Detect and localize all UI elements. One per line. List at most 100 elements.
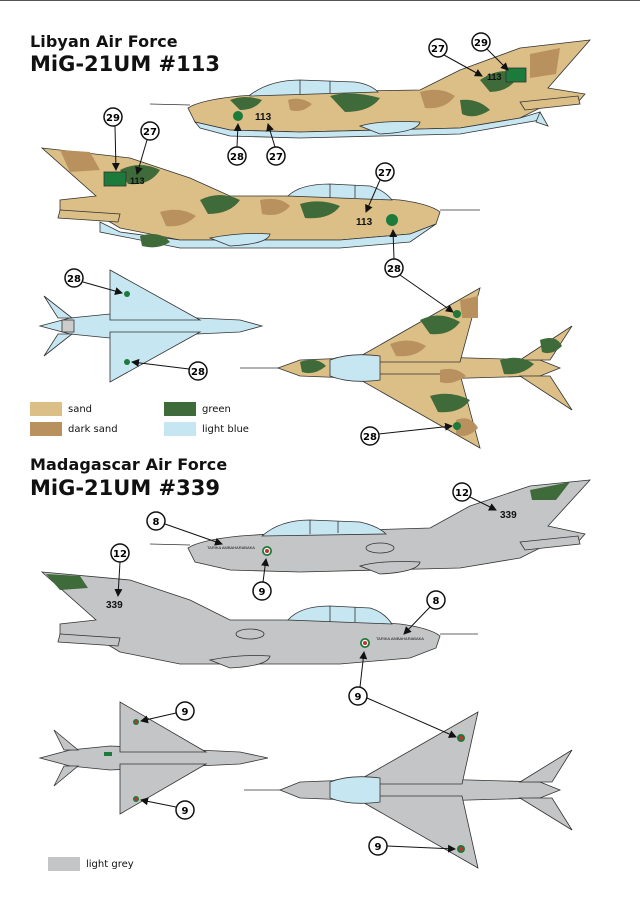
svg-text:27: 27 [431, 44, 445, 55]
legend-swatch [164, 402, 196, 416]
wing-bottom [350, 795, 479, 869]
callout-28: 28 [384, 229, 454, 313]
fin-flash [103, 171, 127, 187]
svg-text:27: 27 [378, 168, 392, 179]
fuselage [40, 571, 441, 665]
callout-8: 8 [403, 590, 446, 635]
libya-left-profile: 113 113 [40, 147, 480, 249]
tail-serial-number: 339 [500, 510, 517, 521]
legend-label: light grey [86, 858, 134, 870]
libya-section-title: Libyan Air Force [30, 32, 178, 51]
canopy [329, 354, 381, 382]
serial-number: 113 [255, 112, 272, 123]
canopy [287, 183, 393, 201]
callout-8: 8 [146, 511, 223, 546]
madagascar-top-view [244, 711, 573, 869]
legend-light-blue: light blue [164, 422, 249, 436]
roundel [453, 422, 461, 430]
legend-green: green [164, 402, 231, 416]
callout-28: 28 [360, 422, 453, 446]
svg-text:12: 12 [113, 549, 127, 560]
svg-text:29: 29 [106, 113, 120, 124]
legend-label: dark sand [68, 423, 118, 435]
tail-serial-number: 113 [487, 72, 502, 82]
wing-top [109, 269, 202, 321]
svg-text:12: 12 [455, 488, 469, 499]
callout-12: 12 [110, 543, 130, 597]
madagascar-underside-view [38, 701, 269, 815]
legend-label: light blue [202, 423, 249, 435]
aircraft-name: TARIKA AMBAHARABAKA [207, 545, 255, 550]
callout-9: 9 [140, 701, 195, 724]
svg-text:28: 28 [67, 274, 81, 285]
roundel [453, 310, 461, 318]
madagascar-callouts: 12 8 9 12 8 9 [110, 482, 497, 856]
serial-number: 113 [356, 217, 373, 228]
legend-label: green [202, 403, 231, 415]
svg-text:27: 27 [143, 127, 157, 138]
callout-9: 9 [368, 836, 456, 856]
callout-27: 27 [135, 121, 160, 175]
canopy [329, 776, 381, 804]
legend-label: sand [68, 403, 93, 415]
callout-27: 27 [266, 123, 286, 166]
svg-text:28: 28 [363, 432, 377, 443]
canopy [260, 519, 387, 537]
callout-28: 28 [131, 358, 208, 381]
svg-text:29: 29 [474, 38, 488, 49]
madagascar-left-profile: TARIKA AMBAHARABAKA 339 [40, 571, 478, 669]
svg-text:27: 27 [269, 152, 283, 163]
madagascar-right-profile: TARIKA AMBAHARABAKA 339 [149, 479, 591, 575]
wing-top [119, 701, 208, 753]
roundel [124, 359, 130, 365]
wing-top [350, 711, 479, 785]
libya-right-profile: 113 113 [149, 39, 591, 139]
libya-underside-view [38, 269, 264, 383]
fin-flash [505, 67, 527, 83]
legend-sand: sand [30, 402, 92, 416]
aircraft-name: TARIKA AMBAHARABAKA [376, 636, 424, 641]
legend-swatch [30, 422, 62, 436]
svg-text:9: 9 [182, 707, 189, 718]
callout-29: 29 [103, 107, 123, 171]
callout-27: 27 [365, 162, 395, 213]
callout-27: 27 [428, 38, 483, 77]
svg-text:9: 9 [355, 692, 362, 703]
callout-28: 28 [64, 268, 123, 295]
tail-serial-number: 113 [130, 176, 145, 186]
legend-swatch [48, 857, 80, 871]
svg-text:28: 28 [387, 264, 401, 275]
tail-serial-number: 339 [106, 600, 123, 611]
legend-swatch [30, 402, 62, 416]
svg-text:28: 28 [191, 367, 205, 378]
top-border-line [0, 0, 640, 1]
libya-top-view [240, 287, 573, 449]
pitot-probe [149, 103, 191, 106]
callout-29: 29 [471, 32, 509, 71]
canopy [249, 79, 379, 97]
libya-aircraft-title: MiG-21UM #113 [30, 52, 220, 76]
legend-dark-sand: dark sand [30, 422, 118, 436]
callout-28: 28 [227, 123, 247, 166]
svg-text:9: 9 [259, 587, 266, 598]
callout-9: 9 [140, 797, 195, 820]
svg-text:8: 8 [433, 596, 440, 607]
svg-text:9: 9 [182, 806, 189, 817]
wing-bottom [109, 331, 202, 383]
callout-9: 9 [252, 558, 272, 601]
legend-light-grey: light grey [48, 857, 134, 871]
fuselage [38, 745, 269, 771]
fuselage-underside [99, 221, 437, 249]
roundel [386, 214, 398, 226]
madagascar-aircraft-title: MiG-21UM #339 [30, 476, 220, 500]
fuselage [38, 313, 264, 339]
svg-text:8: 8 [153, 517, 160, 528]
svg-text:9: 9 [375, 842, 382, 853]
callout-9: 9 [348, 651, 457, 738]
fuselage [187, 479, 591, 573]
madagascar-section-title: Madagascar Air Force [30, 455, 228, 474]
legend-swatch [164, 422, 196, 436]
canopy [287, 605, 393, 625]
roundel [124, 291, 130, 297]
